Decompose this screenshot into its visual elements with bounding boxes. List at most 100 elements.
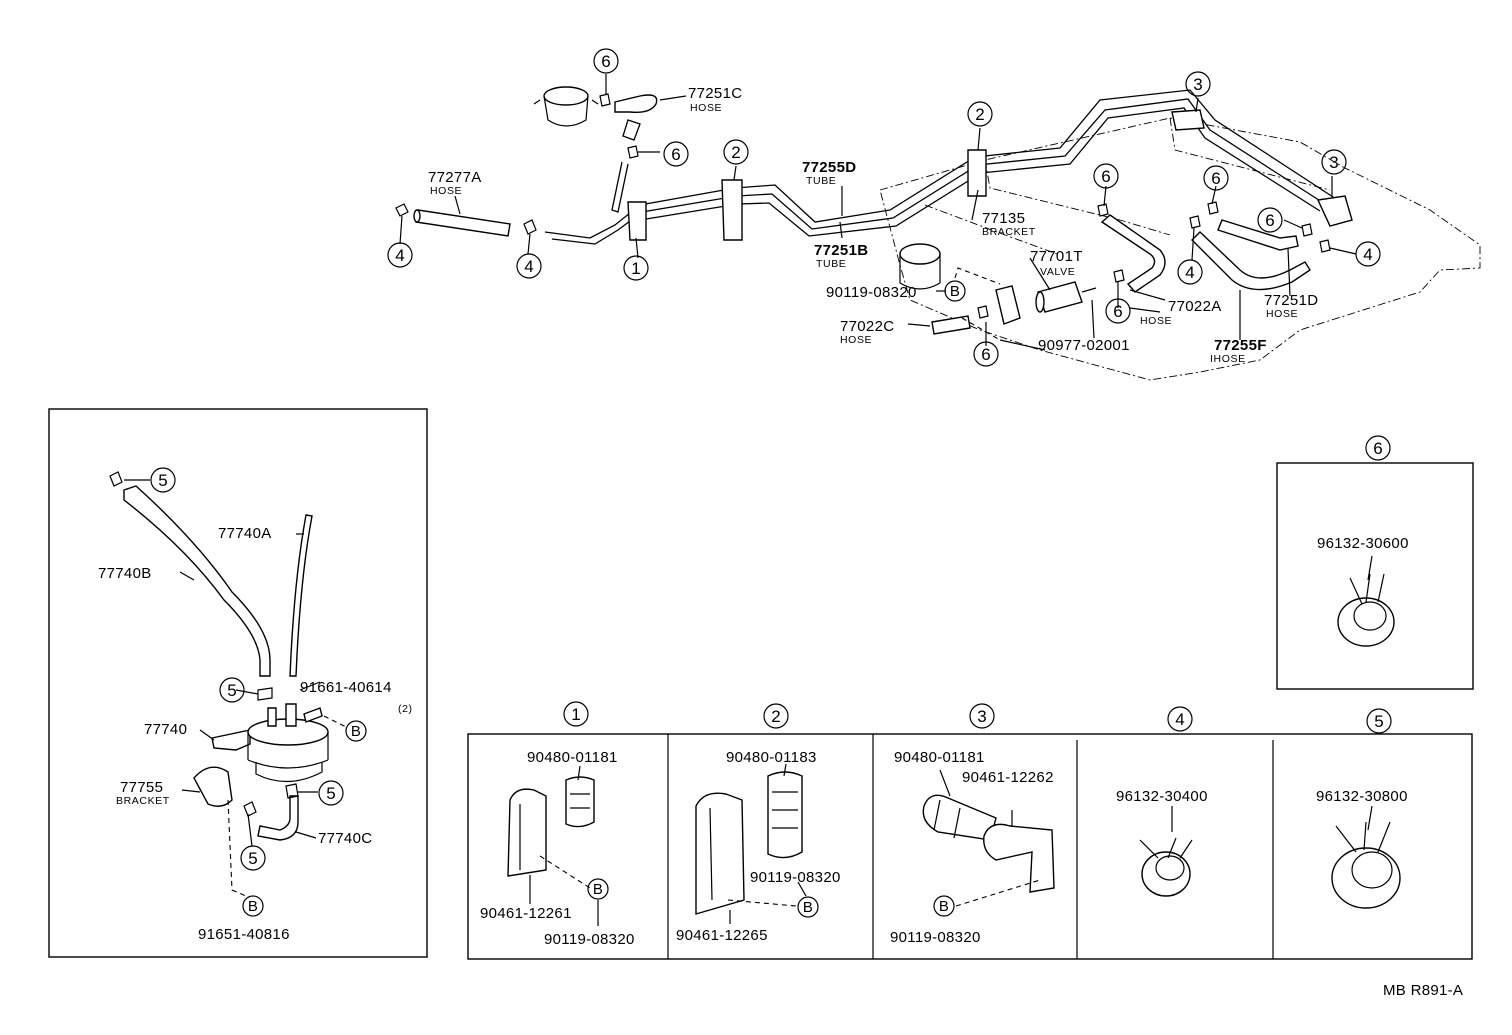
svg-text:6: 6 — [1113, 302, 1122, 321]
svg-text:2: 2 — [975, 105, 984, 124]
callout-6-b: 6 — [663, 141, 689, 167]
label-77251C-sub: HOSE — [690, 102, 722, 114]
canister-frame — [48, 408, 428, 958]
svg-text:2: 2 — [731, 143, 740, 162]
svg-text:4: 4 — [1175, 710, 1184, 729]
svg-text:B: B — [950, 283, 960, 300]
label-90461-12265: 90461-12265 — [676, 927, 768, 944]
fuel-line-assembly: 77251C HOSE 77277A HOSE 77255D TUBE 7725… — [387, 48, 1481, 381]
svg-text:6: 6 — [1101, 167, 1110, 186]
label-77255D: 77255D — [802, 159, 856, 176]
callout-6-e: 6 — [1257, 207, 1283, 233]
callout-4-d: 4 — [1177, 259, 1203, 285]
callout-5-a: 5 — [150, 467, 176, 493]
label-90480-01181-b: 90480-01181 — [894, 749, 985, 766]
detail-5-header: 5 — [1366, 708, 1392, 734]
detail-1-header: 1 — [563, 701, 589, 727]
svg-text:B: B — [593, 881, 603, 898]
svg-text:B: B — [351, 723, 361, 740]
callout-6-g: 6 — [973, 341, 999, 367]
callout-6-f: 6 — [1105, 298, 1131, 324]
svg-text:4: 4 — [524, 257, 533, 276]
label-77022C: 77022C — [840, 318, 894, 335]
label-77755: 77755 — [120, 779, 163, 796]
label-77251C: 77251C — [688, 85, 742, 102]
detail-6: 6 96132-30600 — [1276, 435, 1474, 690]
detail-2-header: 2 — [763, 703, 789, 729]
bracket-77755 — [193, 766, 233, 807]
callout-4-c: 4 — [1355, 241, 1381, 267]
filler-pipe-stub — [899, 243, 941, 290]
label-77701T-sub: VALVE — [1040, 266, 1075, 278]
svg-text:4: 4 — [1363, 245, 1372, 264]
svg-text:3: 3 — [1193, 75, 1202, 94]
label-77277A-sub: HOSE — [430, 185, 462, 197]
hose-77022A — [1100, 214, 1166, 293]
svg-text:B: B — [803, 899, 813, 916]
hose-77740B — [123, 485, 271, 677]
svg-text:B: B — [939, 898, 949, 915]
svg-text:2: 2 — [771, 707, 780, 726]
svg-text:6: 6 — [1265, 211, 1274, 230]
callout-B-d2: B — [797, 896, 819, 918]
callout-B-a: B — [944, 280, 966, 302]
svg-text:6: 6 — [981, 345, 990, 364]
svg-text:3: 3 — [1329, 153, 1338, 172]
detail-4-header: 4 — [1167, 706, 1193, 732]
detail-3-parts — [922, 769, 1055, 907]
svg-text:6: 6 — [1373, 439, 1382, 458]
label-90977-02001: 90977-02001 — [1038, 337, 1130, 354]
fuel-filter-77701T — [1035, 281, 1097, 313]
label-91651-40816: 91651-40816 — [198, 926, 290, 943]
detail-3-header: 3 — [969, 703, 995, 729]
tube-clamp-3a — [1171, 109, 1205, 131]
label-91661-40614: 91661-40614 — [300, 679, 392, 696]
callout-5-c: 5 — [318, 780, 344, 806]
label-77740B: 77740B — [98, 565, 152, 582]
bracket-77135 — [995, 285, 1021, 325]
svg-text:3: 3 — [977, 707, 986, 726]
callout-1-a: 1 — [623, 255, 649, 281]
label-77740C: 77740C — [318, 830, 372, 847]
tube-clamp-2b — [967, 149, 987, 197]
label-77251D-sub: HOSE — [1266, 308, 1298, 320]
label-qty-2: (2) — [398, 703, 413, 715]
callout-5-d: 5 — [240, 845, 266, 871]
callout-B-c: B — [242, 895, 264, 917]
label-96132-30800: 96132-30800 — [1316, 788, 1408, 805]
svg-text:5: 5 — [248, 849, 257, 868]
detail-6-header: 6 — [1365, 435, 1391, 461]
label-77135-sub: BRACKET — [982, 226, 1036, 238]
label-90119-08320-d1: 90119-08320 — [544, 931, 635, 948]
label-90480-01183: 90480-01183 — [726, 749, 817, 766]
svg-text:B: B — [248, 898, 258, 915]
hose-77740A — [289, 514, 313, 677]
hose-77255F — [1191, 231, 1311, 291]
label-77251D: 77251D — [1264, 292, 1318, 309]
label-90461-12261: 90461-12261 — [480, 905, 572, 922]
svg-text:5: 5 — [227, 681, 236, 700]
vertical-tube — [611, 161, 629, 213]
hose-77277A — [413, 209, 511, 237]
fuel-tank-outline — [879, 117, 1481, 381]
label-90119-08320-top: 90119-08320 — [826, 284, 917, 301]
hose-77251C — [614, 94, 658, 114]
tube-clamp-2a — [721, 179, 743, 241]
callout-B-b: B — [345, 720, 367, 742]
svg-text:1: 1 — [631, 259, 640, 278]
callout-4-b: 4 — [516, 253, 542, 279]
label-90480-01181-a: 90480-01181 — [527, 749, 618, 766]
svg-text:6: 6 — [1211, 169, 1220, 188]
hose-77740C — [257, 795, 299, 841]
label-90119-08320-d3: 90119-08320 — [890, 929, 981, 946]
label-77251B-sub: TUBE — [816, 258, 846, 270]
callout-B-d3: B — [933, 895, 955, 917]
label-77255F: 77255F — [1214, 337, 1267, 354]
label-77022C-sub: HOSE — [840, 334, 872, 346]
svg-text:6: 6 — [671, 145, 680, 164]
label-77277A: 77277A — [428, 169, 482, 186]
label-77701T: 77701T — [1030, 248, 1083, 265]
canister-section: 77740A 77740B 91661-40614 (2) 77740 7775… — [48, 408, 428, 958]
tube-clamp-3b — [1316, 195, 1353, 227]
